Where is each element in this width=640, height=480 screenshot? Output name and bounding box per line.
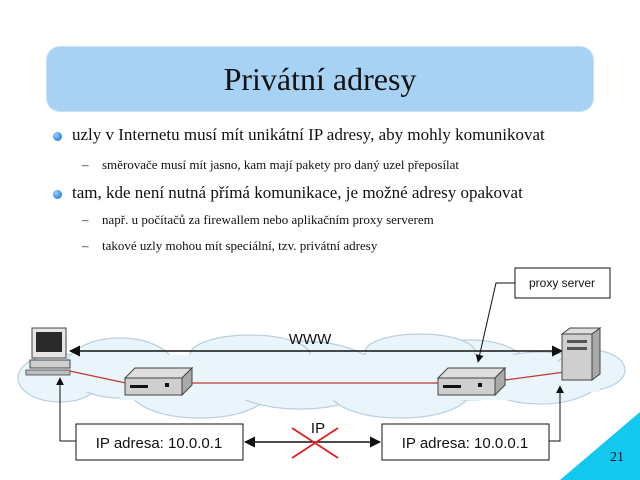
sub-bullet-1-1: směrovače musí mít jasno, kam mají paket…	[102, 157, 460, 172]
left-address-pointer	[56, 377, 76, 442]
sub-dash-2: –	[82, 212, 89, 227]
computer-icon	[25, 327, 71, 376]
title-bar: Privátní adresy	[46, 46, 594, 112]
bullet-dot-2	[53, 190, 62, 199]
page-number: 21	[610, 450, 624, 465]
corner-accent	[560, 412, 640, 480]
right-address-box	[381, 423, 550, 461]
www-label: WWW	[289, 331, 332, 348]
slide-title: Privátní adresy	[223, 61, 417, 97]
bullet-2: tam, kde není nutná přímá komunikace, je…	[72, 183, 523, 202]
blocked-cross-icon	[291, 427, 339, 459]
sub-bullet-2-2: takové uzly mohou mít speciální, tzv. pr…	[102, 238, 378, 253]
proxy-pointer	[475, 282, 515, 363]
bullet-dot-1	[53, 132, 62, 141]
left-address-label: IP adresa: 10.0.0.1	[96, 435, 222, 452]
router-right-icon	[436, 366, 507, 397]
sub-dash-1: –	[82, 157, 89, 172]
proxy-server-box	[514, 267, 611, 299]
bullet-1: uzly v Internetu musí mít unikátní IP ad…	[72, 125, 545, 144]
server-icon	[560, 327, 602, 381]
ip-label: IP	[311, 420, 325, 437]
right-address-label: IP adresa: 10.0.0.1	[402, 435, 528, 452]
proxy-server-label: proxy server	[529, 276, 595, 290]
sub-dash-3: –	[82, 238, 89, 253]
left-address-box	[75, 423, 244, 461]
router-left-icon	[123, 366, 194, 397]
sub-bullet-2-1: např. u počítačů za firewallem nebo apli…	[102, 212, 434, 227]
